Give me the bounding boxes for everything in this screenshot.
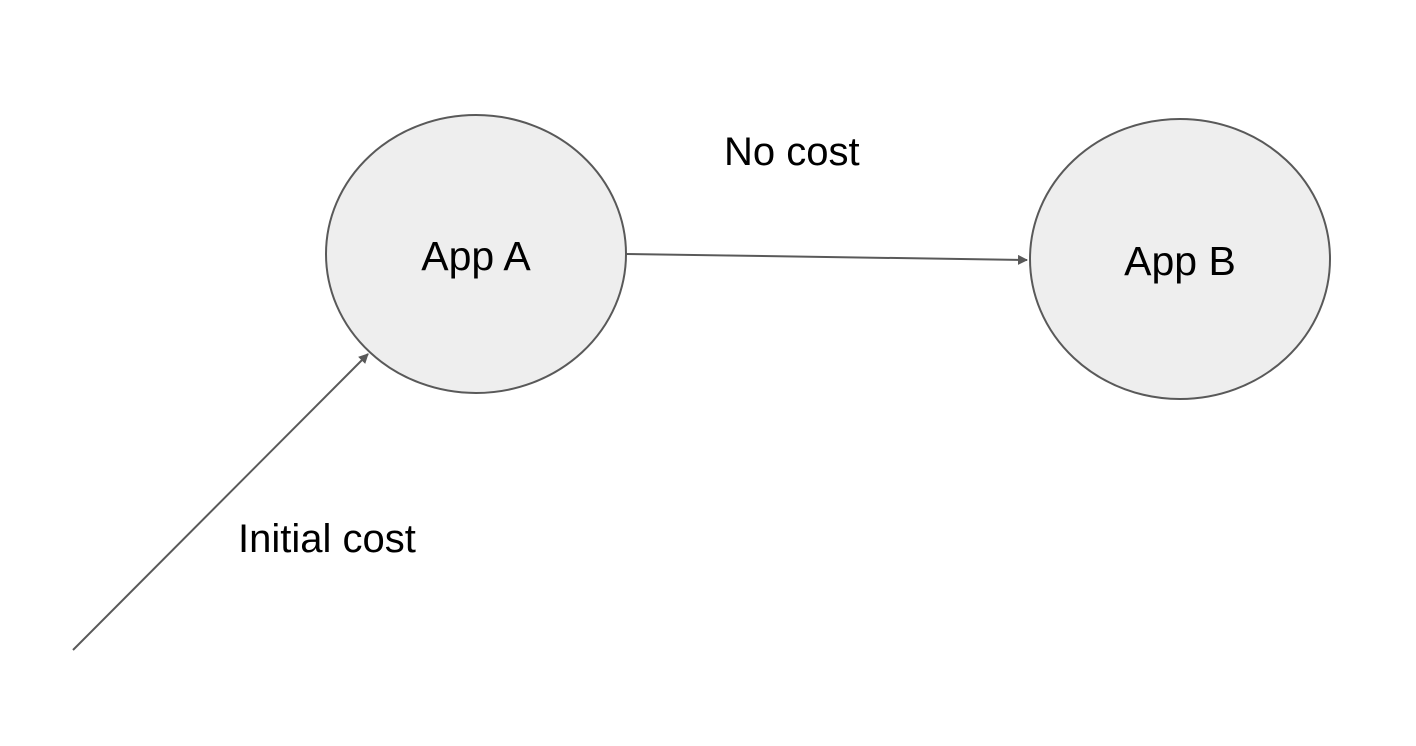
edge-initial-to-app-a — [72, 353, 369, 651]
node-app-a — [325, 114, 627, 394]
node-app-a-label: App A — [421, 233, 531, 279]
edge-label-initial-cost: Initial cost — [238, 517, 416, 561]
node-app-b-label: App B — [1124, 238, 1236, 284]
edge-app-a-to-app-b — [625, 253, 1028, 265]
node-app-b — [1029, 118, 1331, 400]
edge-label-no-cost: No cost — [724, 130, 860, 174]
